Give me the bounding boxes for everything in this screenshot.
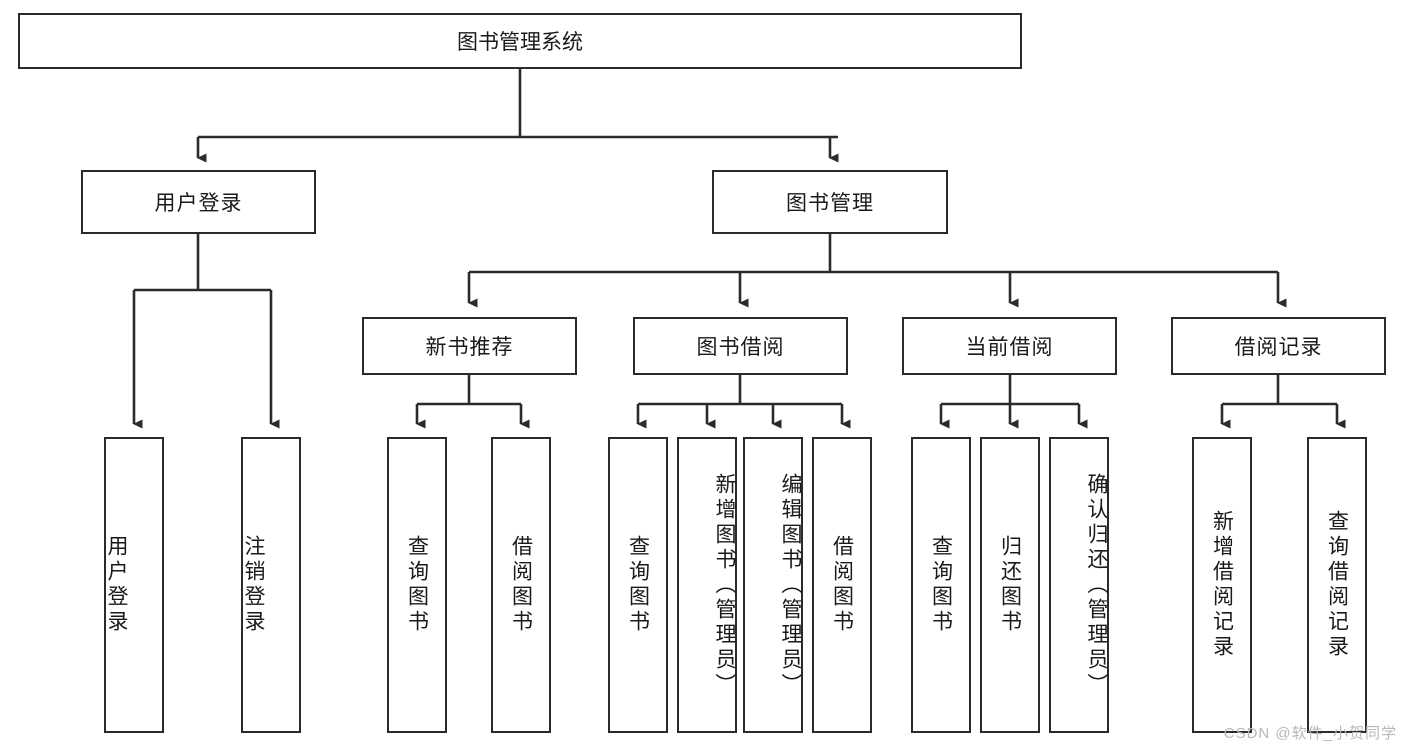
leaf-return-book-label: 归还图书 [998,535,1022,635]
node-current-borrow-label: 当前借阅 [965,336,1054,359]
node-user-login-label: 用户登录 [154,192,243,215]
leaf-add-book[interactable]: 新增图书（管理员） [677,437,737,733]
leaf-query-record[interactable]: 查询借阅记录 [1307,437,1367,733]
leaf-query-book-3[interactable]: 查询图书 [911,437,971,733]
node-user-login[interactable]: 用户登录 [81,170,316,234]
leaf-query-book-2-label: 查询图书 [626,535,650,635]
leaf-borrow-book-1-label: 借阅图书 [509,535,533,635]
leaf-edit-book[interactable]: 编辑图书（管理员） [743,437,803,733]
leaf-confirm-return-label: 确认归还（管理员） [1085,472,1108,698]
node-root[interactable]: 图书管理系统 [18,13,1022,69]
node-borrow-record[interactable]: 借阅记录 [1171,317,1386,375]
node-book-borrow[interactable]: 图书借阅 [633,317,848,375]
node-book-manage[interactable]: 图书管理 [712,170,948,234]
node-book-borrow-label: 图书借阅 [696,336,785,359]
node-new-book-recommend-label: 新书推荐 [425,336,514,359]
leaf-query-book-2[interactable]: 查询图书 [608,437,668,733]
leaf-borrow-book-2-label: 借阅图书 [830,535,854,635]
leaf-borrow-book-2[interactable]: 借阅图书 [812,437,872,733]
leaf-edit-book-label: 编辑图书（管理员） [779,472,802,698]
leaf-add-record[interactable]: 新增借阅记录 [1192,437,1252,733]
leaf-user-login-label: 用户登录 [105,535,128,635]
leaf-add-record-label: 新增借阅记录 [1210,510,1234,660]
node-new-book-recommend[interactable]: 新书推荐 [362,317,577,375]
leaf-confirm-return[interactable]: 确认归还（管理员） [1049,437,1109,733]
node-root-label: 图书管理系统 [457,31,583,54]
node-borrow-record-label: 借阅记录 [1234,336,1323,359]
leaf-query-book-3-label: 查询图书 [929,535,953,635]
leaf-borrow-book-1[interactable]: 借阅图书 [491,437,551,733]
node-book-manage-label: 图书管理 [786,192,874,215]
node-current-borrow[interactable]: 当前借阅 [902,317,1117,375]
leaf-query-record-label: 查询借阅记录 [1325,510,1349,660]
leaf-query-book-1[interactable]: 查询图书 [387,437,447,733]
watermark: CSDN @软件_小贺同学 [1223,725,1397,742]
leaf-logout-login[interactable]: 注销登录 [241,437,301,733]
leaf-add-book-label: 新增图书（管理员） [713,472,736,698]
leaf-return-book[interactable]: 归还图书 [980,437,1040,733]
leaf-logout-login-label: 注销登录 [242,535,265,635]
leaf-query-book-1-label: 查询图书 [405,535,429,635]
leaf-user-login[interactable]: 用户登录 [104,437,164,733]
